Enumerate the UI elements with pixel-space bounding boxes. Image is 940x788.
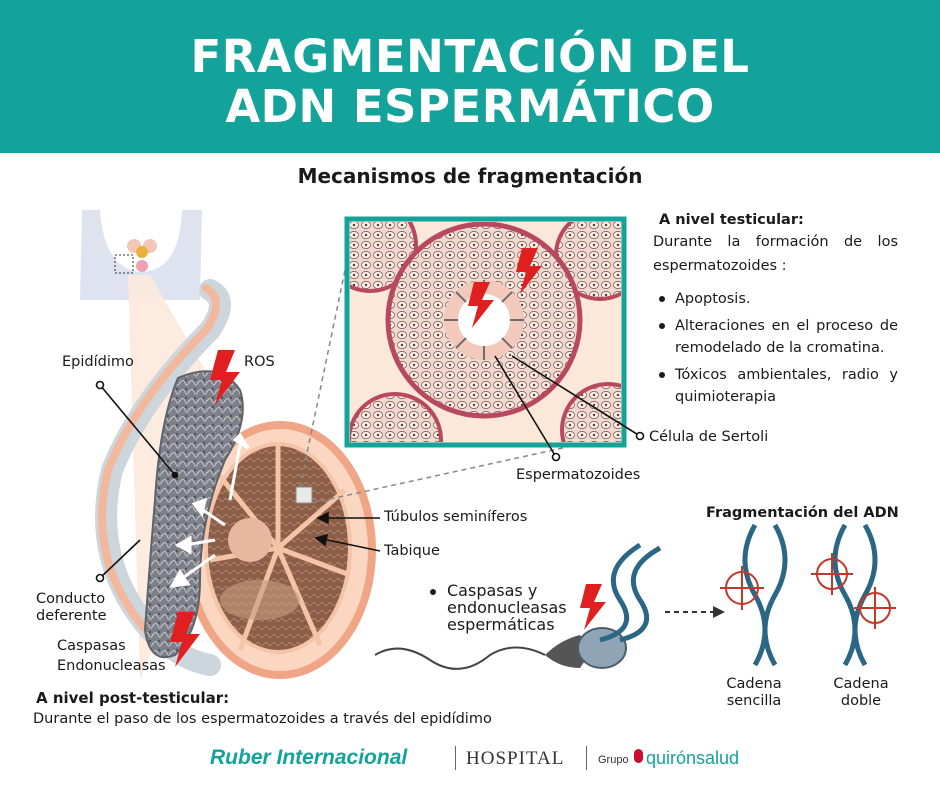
label-double-line2: doble <box>840 693 882 709</box>
header-banner <box>0 0 940 153</box>
testicular-section: A nivel testicular: Durante la formación… <box>653 212 898 413</box>
label-tabique: Tabique <box>384 543 440 559</box>
dna-helix-icon <box>599 542 662 643</box>
label-caspasas-line1: Caspasas <box>57 638 126 654</box>
logo-hospital: HOSPITAL <box>466 748 565 769</box>
label-epididimo: Epidídimo <box>62 354 134 370</box>
epididymis <box>143 370 244 659</box>
lightning-bolt-icon <box>170 248 606 667</box>
testicular-intro: Durante la formación de los espermatozoi… <box>653 234 898 274</box>
post-testicular-heading: A nivel post-testicular: <box>36 689 230 707</box>
testis <box>184 421 376 679</box>
label-sertoli: Célula de Sertoli <box>649 429 769 445</box>
footer-divider <box>455 746 456 770</box>
section-subtitle: Mecanismos de fragmentación <box>297 164 643 188</box>
footer-divider <box>586 746 587 770</box>
tubule-cross-section <box>344 216 627 448</box>
label-ros: ROS <box>244 354 275 370</box>
quiron-mark-icon <box>634 749 643 763</box>
label-conducto-line1: Conducto <box>36 591 106 607</box>
list-item: Alteraciones en el proceso de remodelado… <box>653 315 898 359</box>
sperm-flow-arrows <box>169 432 250 588</box>
list-item: Apoptosis. <box>653 288 898 310</box>
sperm-enzymes-bullet: Caspasas y endonucleasas espermáticas <box>430 582 567 633</box>
label-espermatozoides: Espermatozoides <box>516 467 641 483</box>
testicular-list: Apoptosis. Alteraciones en el proceso de… <box>653 288 898 408</box>
footer-logos: Ruber Internacional HOSPITAL Grupo quiró… <box>0 742 940 776</box>
page-title-line1: FRAGMENTACIÓN DEL <box>190 30 750 83</box>
dna-single-strand-icon <box>742 523 788 667</box>
page-title-line2: ADN ESPERMÁTICO <box>225 80 715 133</box>
body-silhouette-icon <box>80 210 202 300</box>
callout-lines <box>95 355 645 583</box>
logo-ruber: Ruber Internacional <box>210 746 408 769</box>
target-icon-double <box>811 553 896 629</box>
dna-double-strand-icon <box>832 523 878 667</box>
label-caspasas-line2: Endonucleasas <box>57 658 166 674</box>
label-tubulos: Túbulos seminíferos <box>384 509 528 525</box>
label-double-line1: Cadena <box>833 676 889 692</box>
logo-quironsalud: quirónsalud <box>646 748 740 768</box>
fragmentation-heading: Fragmentación del ADN <box>706 505 899 521</box>
label-conducto-line2: deferente <box>36 608 107 624</box>
sperm-bullet-line1: Caspasas y <box>447 581 538 600</box>
post-testicular-text: Durante el paso de los espermatozoides a… <box>33 711 492 727</box>
label-single-line2: sencilla <box>726 693 782 709</box>
label-single-line1: Cadena <box>726 676 782 692</box>
sperm-cell <box>374 627 627 670</box>
list-item: Tóxicos ambientales, radio y quimioterap… <box>653 364 898 408</box>
arrowhead-icon <box>713 606 725 618</box>
target-icon <box>720 566 764 610</box>
testicular-heading: A nivel testicular: <box>659 212 804 228</box>
sperm-bullet-line3: espermáticas <box>447 615 555 634</box>
sperm-bullet-line2: endonucleasas <box>447 598 567 617</box>
logo-grupo: Grupo <box>598 754 629 766</box>
